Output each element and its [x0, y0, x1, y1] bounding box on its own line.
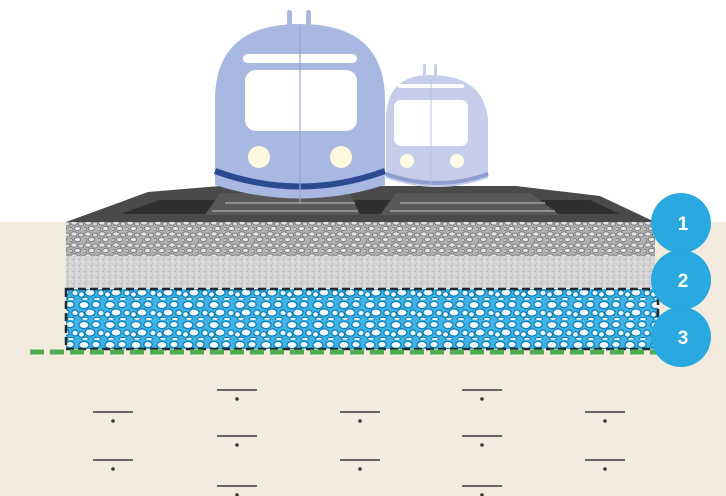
train-icon-far — [386, 64, 488, 187]
svg-text:3: 3 — [678, 328, 689, 349]
layer-1-ballast — [66, 222, 655, 256]
svg-text:2: 2 — [678, 271, 689, 292]
layer-3-badge: 3 — [651, 307, 711, 367]
svg-text:1: 1 — [678, 214, 689, 235]
train-icon-near — [215, 10, 385, 204]
layer-3-geocell — [66, 289, 658, 349]
layer-2-badge: 2 — [651, 250, 711, 310]
layer-1-badge: 1 — [651, 193, 711, 253]
layer-2-subballast — [66, 256, 655, 288]
